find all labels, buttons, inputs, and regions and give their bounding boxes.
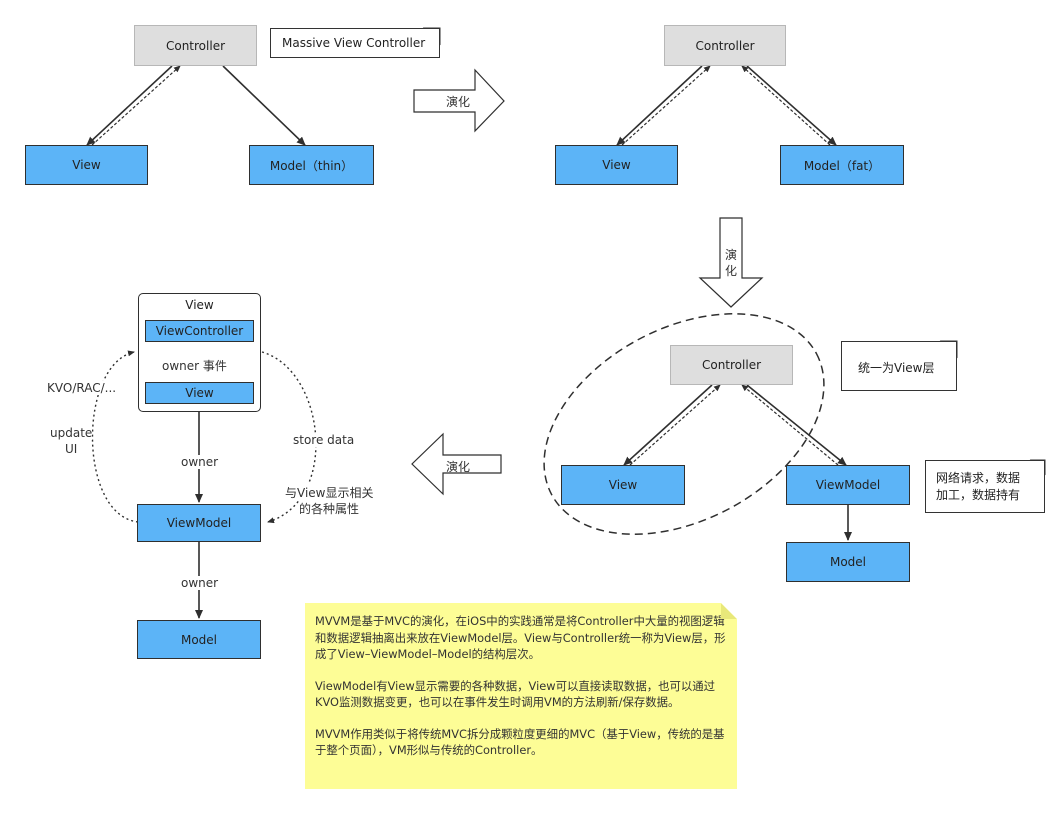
store-data-label: store data (293, 433, 355, 447)
owner-label-1: owner (181, 455, 219, 469)
mvvm-mid-viewmodel-label: ViewModel (815, 478, 881, 492)
mvc-thin-controller-label: Controller (165, 38, 226, 53)
mvc-thin-view: View (25, 145, 148, 185)
viewmodel-role-note-line-1: 网络请求，数据 (936, 471, 1021, 485)
unified-view-layer-note: 统一为View层 (841, 341, 957, 391)
view-container-title: View (185, 298, 214, 312)
viewmodel-role-note: 网络请求，数据 加工，数据持有 (925, 460, 1045, 513)
view-layer-ellipse (543, 313, 825, 535)
final-model: Model (137, 620, 261, 659)
summary-paragraph-3: MVVM作用类似于将传统MVC拆分成颗粒度更细的MVC（基于View，传统的是基… (315, 726, 725, 758)
mvc-fat-model-label: Model（fat） (803, 158, 881, 173)
evolve-down-label-1: 演 (725, 248, 738, 262)
summary-paragraph-2: ViewModel有View显示需要的各种数据，View可以直接读取数据，也可以… (315, 678, 716, 710)
mvvm-mid-controller-label: Controller (701, 358, 762, 372)
update-ui-label-2: UI (65, 442, 78, 456)
final-viewmodel-label: ViewModel (166, 516, 232, 530)
mvc-thin-model-label: Model（thin） (269, 158, 354, 173)
massive-vc-note-text: Massive View Controller (282, 36, 426, 50)
viewcontroller-box: ViewController (145, 320, 254, 342)
mvc-thin-connectors (86, 65, 306, 146)
mvvm-mid-controller: Controller (670, 345, 793, 385)
mvc-fat-controller: Controller (664, 25, 786, 66)
mvc-fat-controller-label: Controller (695, 38, 755, 53)
mvvm-mid-view-label: View (608, 478, 638, 492)
unified-view-layer-note-text: 统一为View层 (858, 361, 935, 375)
mvc-fat-model: Model（fat） (780, 145, 904, 185)
summary-note-corner (721, 603, 737, 619)
mvvm-mid-model-label: Model (829, 555, 867, 569)
mvc-fat-connectors (616, 65, 837, 146)
evolve-right-arrow (413, 68, 505, 133)
evolve-down-arrow (698, 217, 764, 308)
massive-vc-note: Massive View Controller (270, 28, 440, 58)
evolve-left-label: 演化 (446, 460, 471, 474)
mvc-thin-controller: Controller (134, 25, 257, 66)
evolve-right-label: 演化 (446, 95, 471, 109)
summary-note: MVVM是基于MVC的演化，在iOS中的实践通常是将Controller中大量的… (305, 603, 737, 789)
view-props-label-1: 与View显示相关 (285, 484, 374, 501)
mvvm-mid-view: View (561, 465, 685, 505)
update-ui-label-1: update (50, 426, 93, 440)
viewcontroller-box-label: ViewController (155, 324, 244, 338)
inner-view-box: View (145, 382, 254, 404)
final-model-label: Model (180, 632, 218, 647)
inner-view-box-label: View (185, 386, 214, 400)
final-viewmodel: ViewModel (137, 504, 261, 542)
mvc-thin-view-label: View (72, 158, 101, 172)
mvc-fat-view: View (555, 145, 678, 185)
mvvm-mid-connectors (623, 384, 852, 541)
kvo-label: KVO/RAC/... (47, 381, 117, 395)
mvvm-mid-viewmodel: ViewModel (786, 465, 910, 505)
mvc-thin-model: Model（thin） (249, 145, 374, 185)
evolve-left-arrow (411, 432, 502, 496)
owner-label-2: owner (181, 576, 219, 590)
evolve-down-label-2: 化 (725, 264, 738, 278)
summary-paragraph-1: MVVM是基于MVC的演化，在iOS中的实践通常是将Controller中大量的… (315, 614, 726, 661)
mvvm-mid-model: Model (786, 542, 910, 582)
mvc-fat-view-label: View (602, 158, 631, 172)
owner-event-label: owner 事件 (162, 357, 227, 374)
view-props-label-2: 的各种属性 (299, 500, 360, 517)
viewmodel-role-note-line-2: 加工，数据持有 (936, 488, 1021, 502)
